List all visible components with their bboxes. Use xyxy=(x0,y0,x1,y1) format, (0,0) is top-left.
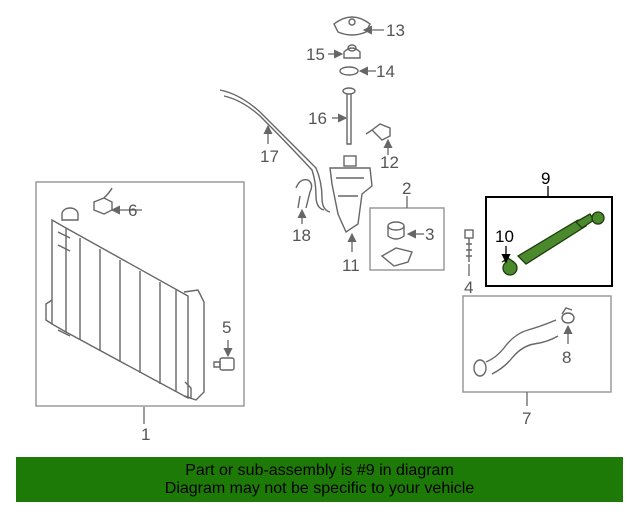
parts-diagram: 1 6 5 13 15 14 16 xyxy=(35,16,613,444)
hose-clamp-10[interactable] xyxy=(501,257,518,276)
level-gauge-16[interactable] xyxy=(342,87,356,145)
callout-15: 15 xyxy=(306,45,325,64)
clip-6[interactable] xyxy=(93,187,113,215)
radiator-group: 1 6 5 xyxy=(35,181,245,444)
reservoir-cap-13[interactable] xyxy=(333,16,371,36)
callout-14: 14 xyxy=(376,62,395,81)
callout-7: 7 xyxy=(522,409,531,428)
cap-insert-15[interactable] xyxy=(343,44,361,59)
banner-line-2: Diagram may not be specific to your vehi… xyxy=(164,480,475,497)
drain-plug-5[interactable] xyxy=(213,357,235,371)
callout-11: 11 xyxy=(342,256,360,275)
callout-17: 17 xyxy=(260,147,279,166)
callout-8: 8 xyxy=(562,348,571,367)
banner-line-1: Part or sub-assembly is #9 in diagram xyxy=(185,462,454,479)
bolt-4[interactable] xyxy=(464,229,474,262)
callout-5: 5 xyxy=(222,318,231,337)
callout-3: 3 xyxy=(425,225,434,244)
callout-2: 2 xyxy=(402,179,411,198)
callout-12: 12 xyxy=(380,153,399,172)
o-ring-14[interactable] xyxy=(339,66,359,76)
mount-bracket-3[interactable] xyxy=(380,221,413,267)
info-banner: Part or sub-assembly is #9 in diagram Di… xyxy=(16,457,623,502)
callout-13: 13 xyxy=(386,21,405,40)
bolt-12[interactable] xyxy=(365,123,391,141)
radiator[interactable] xyxy=(45,207,205,401)
callout-4: 4 xyxy=(464,278,473,297)
lower-hose-7[interactable] xyxy=(473,319,559,377)
callout-18: 18 xyxy=(292,226,311,245)
hose-clamp-8[interactable] xyxy=(561,307,575,324)
overflow-hose-17[interactable] xyxy=(219,89,331,213)
hose-18[interactable] xyxy=(295,178,313,209)
callout-9: 9 xyxy=(541,169,550,188)
reservoir-tank-11[interactable] xyxy=(329,155,373,234)
highlight-group-box xyxy=(485,196,613,287)
callout-1: 1 xyxy=(141,425,150,444)
water-hose-9[interactable] xyxy=(516,211,605,265)
callout-6: 6 xyxy=(128,201,137,220)
callout-10: 10 xyxy=(495,227,514,246)
radiator-group-box xyxy=(35,181,245,407)
callout-16: 16 xyxy=(308,109,327,128)
lower-hose-group-box xyxy=(462,295,612,393)
